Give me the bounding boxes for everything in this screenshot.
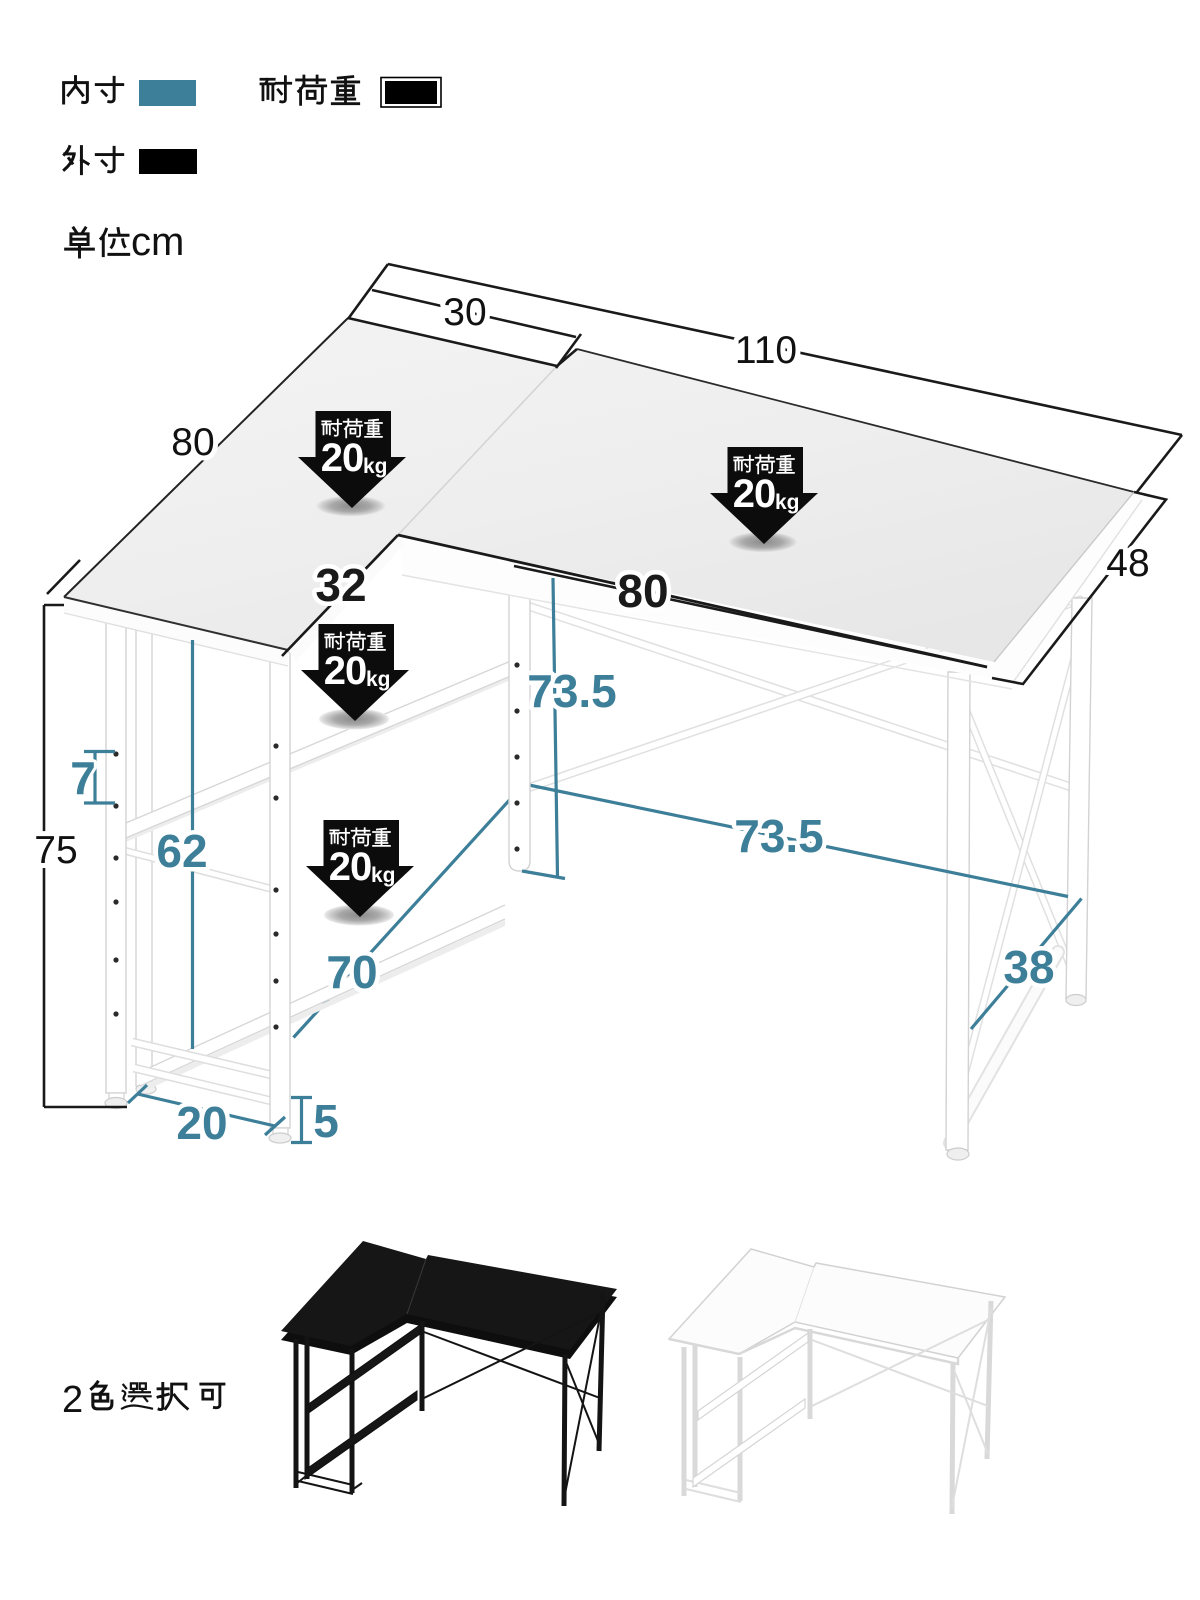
svg-text:70: 70 (326, 946, 377, 998)
svg-text:20: 20 (321, 436, 364, 480)
svg-text:20: 20 (176, 1097, 227, 1149)
svg-text:30: 30 (443, 291, 486, 334)
svg-text:80: 80 (617, 565, 668, 617)
svg-text:38: 38 (1003, 941, 1054, 993)
svg-text:73.5: 73.5 (734, 810, 824, 862)
svg-text:80: 80 (171, 421, 214, 464)
svg-text:73.5: 73.5 (527, 665, 617, 717)
svg-text:5: 5 (313, 1095, 339, 1147)
svg-text:7: 7 (70, 752, 96, 804)
svg-text:48: 48 (1106, 542, 1149, 585)
svg-text:62: 62 (156, 825, 207, 877)
svg-text:cm: cm (131, 220, 184, 264)
svg-text:32: 32 (315, 559, 366, 611)
svg-text:kg: kg (363, 455, 388, 478)
svg-text:75: 75 (34, 829, 77, 872)
svg-text:110: 110 (735, 329, 797, 372)
svg-text:2: 2 (62, 1379, 83, 1421)
